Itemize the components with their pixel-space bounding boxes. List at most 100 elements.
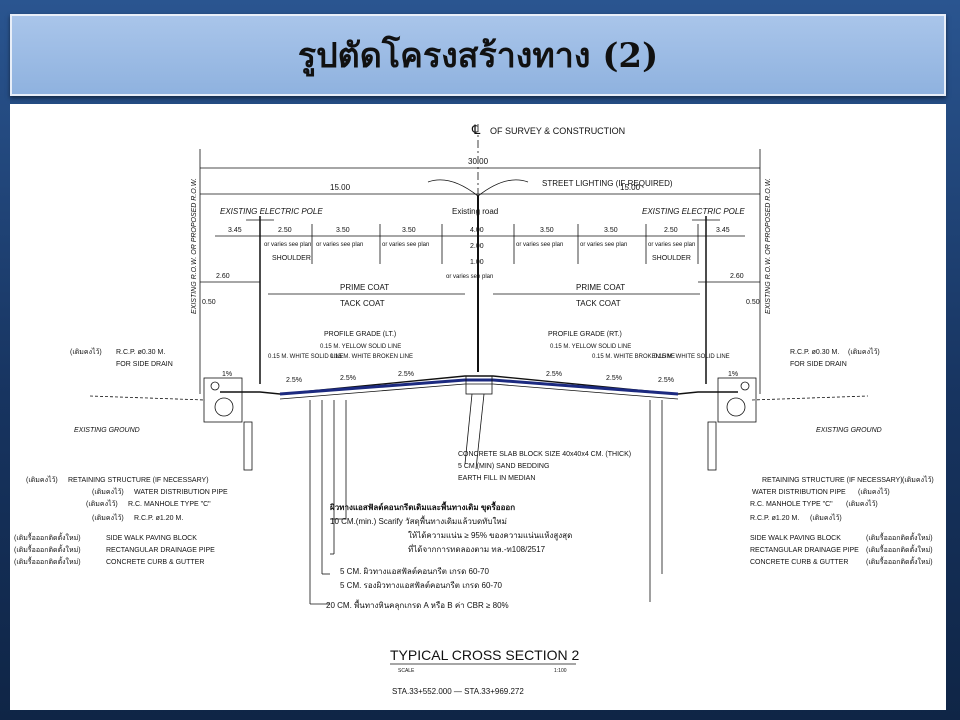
keep-existing-label: (เดิมคงไว้)	[846, 499, 878, 508]
profile-grade-right: PROFILE GRADE (RT.)	[548, 331, 622, 338]
slope-1pct-right: 1%	[728, 371, 738, 378]
or-varies-label: or varies see plan	[316, 242, 363, 248]
lane-width: 3.50	[604, 227, 618, 234]
keep-existing-label: (เดิมคงไว้)	[810, 513, 842, 522]
offset-left: 2.60	[216, 273, 230, 280]
white-solid-right: 0.15 M. WHITE SOLID LINE	[654, 354, 730, 360]
lane-width: 4.00	[470, 227, 484, 234]
slope-label: 2.5%	[606, 375, 622, 382]
slope-label: 2.5%	[658, 377, 674, 384]
keep-existing-label: (เดิมคงไว้)	[70, 347, 102, 356]
lane-width: 3.50	[336, 227, 350, 234]
rcp-030-right: R.C.P. ø0.30 M.	[790, 349, 839, 356]
layer-binder: 5 CM. รองผิวทางแอสฟัลต์คอนกรีต เกรด 60-7…	[340, 580, 503, 590]
tack-coat-right: TACK COAT	[576, 299, 621, 308]
electric-pole-label-right: EXISTING ELECTRIC POLE	[642, 207, 745, 216]
drain-pipe-left: RECTANGULAR DRAINAGE PIPE	[106, 547, 215, 554]
layer-base: 20 CM. พื้นทางหินคลุกเกรด A หรือ B ค่า C…	[326, 599, 509, 610]
existing-road-label: Existing road	[452, 207, 498, 216]
yellow-line-right: 0.15 M. YELLOW SOLID LINE	[550, 344, 631, 350]
curb-right: CONCRETE CURB & GUTTER	[750, 559, 848, 566]
or-varies-label: or varies see plan	[446, 274, 493, 280]
side-walk-left: SIDE WALK PAVING BLOCK	[106, 535, 197, 542]
rcp-120-right: R.C.P. ø1.20 M.	[750, 515, 799, 522]
profile-grade-left: PROFILE GRADE (LT.)	[324, 331, 396, 338]
keep-existing-label: (เดิมคงไว้)	[26, 475, 58, 484]
drain-pipe-right: RECTANGULAR DRAINAGE PIPE	[750, 547, 859, 554]
electric-pole-label-left: EXISTING ELECTRIC POLE	[220, 207, 323, 216]
existing-ground-right-label: EXISTING GROUND	[816, 427, 882, 434]
side-walk-right: SIDE WALK PAVING BLOCK	[750, 535, 841, 542]
cross-section-svg: ℄ OF SURVEY & CONSTRUCTION 30.00 15.00 1…	[14, 122, 934, 696]
sand-label: 5 CM (MIN) SAND BEDDING	[458, 463, 549, 470]
keep-existing-label: (เดิมคงไว้)	[92, 487, 124, 496]
white-broken-right: 0.15 M. WHITE BROKEN LINE	[592, 354, 675, 360]
or-varies-label: or varies see plan	[580, 242, 627, 248]
layer-scarify-3: ที่ได้จากการทดลองตาม ทล.-ท108/2517	[408, 543, 546, 554]
median-width: 2.00	[470, 243, 484, 250]
slope-1pct-left: 1%	[222, 371, 232, 378]
keep-existing-label: (เดิมคงไว้)	[858, 487, 890, 496]
dim-total: 30.00	[468, 157, 489, 166]
lane-width: 3.50	[540, 227, 554, 234]
scale-value: 1:100	[554, 668, 567, 674]
layer-scarify-1: 10 CM.(min.) Scarify วัสดุพื้นทางเดิมแล้…	[330, 515, 507, 526]
small-dim-right: 0.50	[746, 299, 760, 306]
dim-left-half: 15.00	[330, 183, 351, 192]
keep-existing-label: (เดิมคงไว้)	[86, 499, 118, 508]
retaining-left: RETAINING STRUCTURE (IF NECESSARY)	[68, 477, 209, 484]
median-width: 1.00	[470, 259, 484, 266]
remove-new-label: (เดิมรื้อออกติดตั้งใหม่)	[866, 531, 933, 542]
slope-label: 2.5%	[340, 375, 356, 382]
remove-new-label: (เดิมรื้อออกติดตั้งใหม่)	[14, 543, 81, 554]
prime-coat-right: PRIME COAT	[576, 283, 625, 292]
drain-box-left	[203, 377, 243, 423]
keep-existing-label: (เดิมคงไว้)	[848, 347, 880, 356]
manhole-left: R.C. MANHOLE TYPE "C"	[128, 501, 211, 508]
rcp-030-left: R.C.P. ø0.30 M.	[116, 349, 165, 356]
remove-new-label: (เดิมรื้อออกติดตั้งใหม่)	[14, 555, 81, 566]
slab-label: CONCRETE SLAB BLOCK SIZE 40x40x4 CM. (TH…	[458, 451, 631, 458]
or-varies-label: or varies see plan	[382, 242, 429, 248]
or-varies-label: or varies see plan	[264, 242, 311, 248]
layer-wearing: 5 CM. ผิวทางแอสฟัลต์คอนกรีต เกรด 60-70	[340, 566, 490, 576]
small-dim-left: 0.50	[202, 299, 216, 306]
layer-header: ผิวทางแอสฟัลต์คอนกรีตเดิมและพื้นทางเดิม …	[330, 501, 516, 513]
white-broken-left: 0.15 M. WHITE BROKEN LINE	[330, 354, 413, 360]
side-drain-left: FOR SIDE DRAIN	[116, 361, 173, 368]
section-title: TYPICAL CROSS SECTION 2	[390, 647, 580, 663]
centerline-symbol: ℄	[471, 122, 481, 137]
layer-scarify-2: ให้ได้ความแน่น ≥ 95% ของความแน่นแห้งสูงส…	[408, 531, 572, 541]
remove-new-label: (เดิมรื้อออกติดตั้งใหม่)	[866, 543, 933, 554]
slope-label: 2.5%	[286, 377, 302, 384]
drain-box-right	[717, 377, 757, 423]
or-varies-label: or varies see plan	[516, 242, 563, 248]
station-range: STA.33+552.000 — STA.33+969.272	[392, 687, 524, 696]
tack-coat-left: TACK COAT	[340, 299, 385, 308]
yellow-line-left: 0.15 M. YELLOW SOLID LINE	[320, 344, 401, 350]
lane-width: 2.50	[278, 227, 292, 234]
slide-title: รูปตัดโครงสร้างทาง (2)	[297, 36, 659, 76]
manhole-right: R.C. MANHOLE TYPE "C"	[750, 501, 833, 508]
lane-width: 2.50	[664, 227, 678, 234]
existing-ground-left-label: EXISTING GROUND	[74, 427, 140, 434]
or-varies-label: or varies see plan	[648, 242, 695, 248]
rcp-120-left: R.C.P. ø1.20 M.	[134, 515, 183, 522]
centerline-label: OF SURVEY & CONSTRUCTION	[490, 126, 625, 136]
slope-label: 2.5%	[546, 371, 562, 378]
remove-new-label: (เดิมรื้อออกติดตั้งใหม่)	[866, 555, 933, 566]
cross-section-drawing: ℄ OF SURVEY & CONSTRUCTION 30.00 15.00 1…	[10, 104, 946, 710]
remove-new-label: (เดิมรื้อออกติดตั้งใหม่)	[14, 531, 81, 542]
curb-left: CONCRETE CURB & GUTTER	[106, 559, 204, 566]
title-bar: รูปตัดโครงสร้างทาง (2)	[10, 14, 946, 96]
existing-ground-left	[89, 395, 206, 401]
existing-ground-right	[751, 395, 869, 401]
row-label-right: EXISTING R.O.W. OR PROPOSED R.O.W.	[765, 178, 772, 314]
water-pipe-left: WATER DISTRIBUTION PIPE	[134, 489, 228, 496]
retaining-right: RETAINING STRUCTURE (IF NECESSARY)	[762, 477, 903, 484]
prime-coat-left: PRIME COAT	[340, 283, 389, 292]
dim-right-half: 15.00	[620, 183, 641, 192]
keep-existing-label: (เดิมคงไว้)	[92, 513, 124, 522]
side-drain-right: FOR SIDE DRAIN	[790, 361, 847, 368]
water-pipe-right: WATER DISTRIBUTION PIPE	[752, 489, 846, 496]
